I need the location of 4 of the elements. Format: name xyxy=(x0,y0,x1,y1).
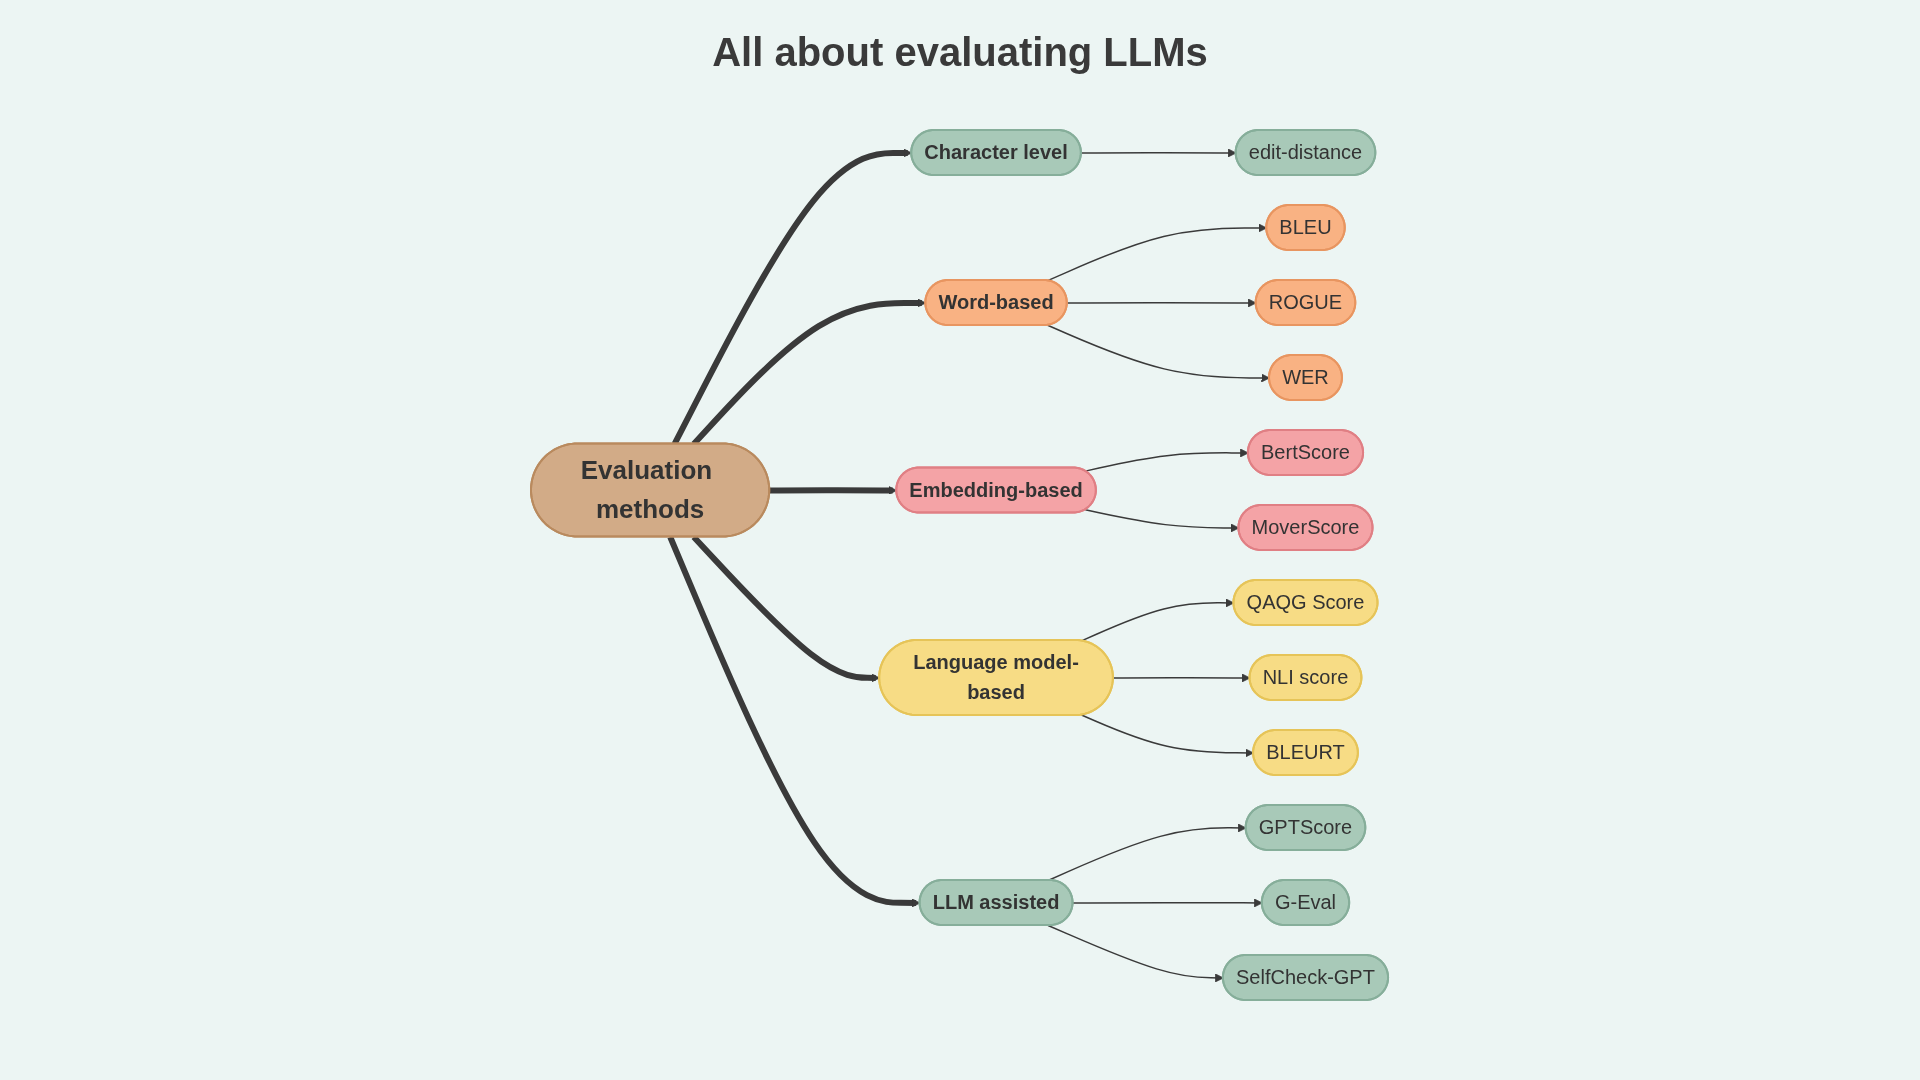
arrow xyxy=(1081,598,1235,642)
arrow xyxy=(667,535,921,908)
arrow xyxy=(1113,673,1251,683)
diagram-title: All about evaluating LLMs xyxy=(711,30,1209,75)
